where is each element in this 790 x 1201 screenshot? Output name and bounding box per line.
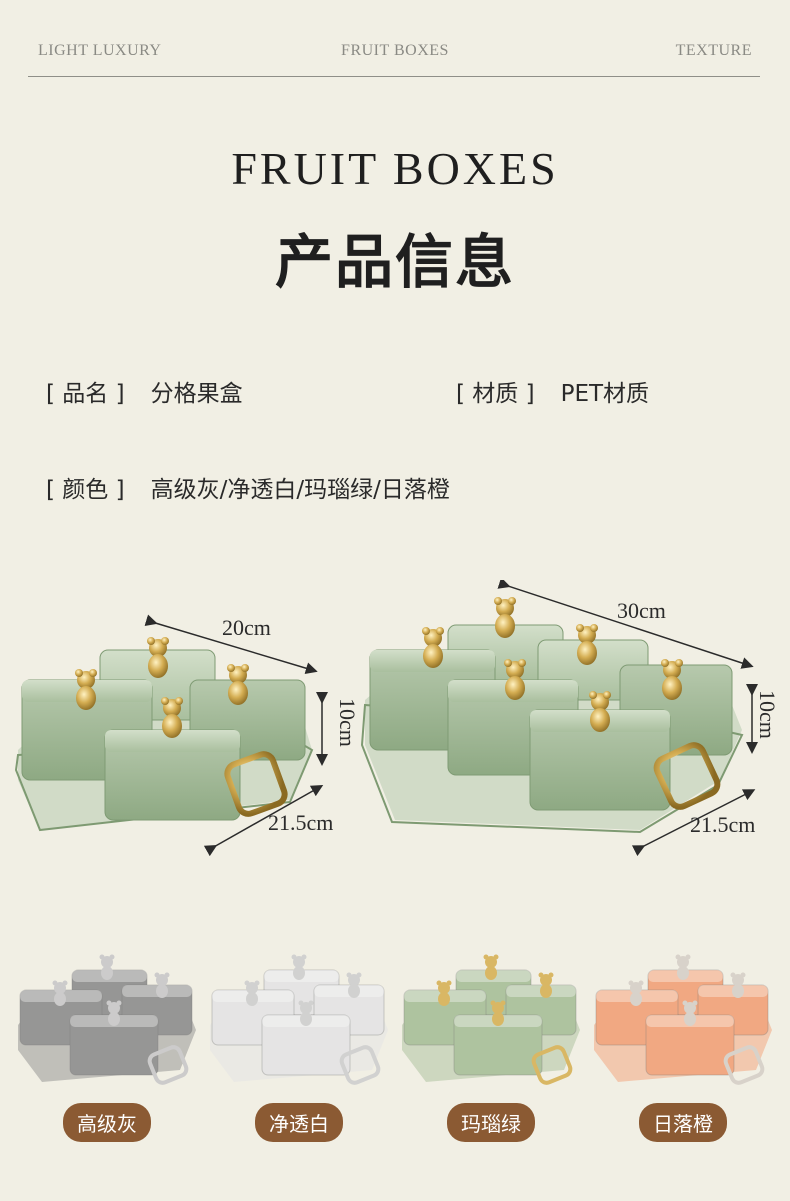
variant-orange-label: 日落橙 bbox=[639, 1103, 727, 1142]
nav-left-text: LIGHT LUXURY bbox=[38, 42, 162, 59]
info-name-value: 分格果盒 bbox=[150, 381, 243, 407]
info-material-value: PET材质 bbox=[560, 381, 650, 407]
nav-right-text: TEXTURE bbox=[675, 42, 752, 59]
page-title-en: FRUIT BOXES bbox=[231, 143, 559, 194]
variant-white: 净透白 bbox=[204, 950, 394, 1150]
info-color-label: [ 颜色 ] bbox=[46, 477, 125, 503]
variant-gray-image bbox=[18, 954, 196, 1085]
variant-white-image bbox=[210, 954, 388, 1085]
dimension-diagram-svg: 20cm 10cm 21.5cm bbox=[14, 577, 780, 857]
variant-gray-label: 高级灰 bbox=[63, 1103, 151, 1142]
variant-gray: 高级灰 bbox=[12, 950, 202, 1150]
variant-orange-image bbox=[594, 954, 772, 1085]
nav-divider bbox=[28, 76, 760, 77]
info-name: [ 品名 ] 分格果盒 bbox=[46, 374, 243, 408]
page-title-cn: 产品信息 bbox=[274, 228, 515, 296]
variant-green: 玛瑙绿 bbox=[396, 950, 586, 1150]
dimension-diagram: 20cm 10cm 21.5cm bbox=[0, 577, 790, 880]
info-name-label: [ 品名 ] bbox=[46, 381, 125, 407]
large-width-label: 30cm bbox=[617, 598, 666, 623]
variant-orange: 日落橙 bbox=[588, 950, 778, 1150]
small-depth-label: 21.5cm bbox=[268, 810, 333, 835]
small-fruit-box-image bbox=[14, 637, 314, 832]
large-fruit-box-image bbox=[360, 597, 744, 834]
variant-white-label: 净透白 bbox=[255, 1103, 343, 1142]
info-color-value: 高级灰/净透白/玛瑙绿/日落橙 bbox=[150, 477, 450, 503]
info-material-label: [ 材质 ] bbox=[456, 381, 535, 407]
large-height-label: 10cm bbox=[755, 690, 780, 739]
color-variants: 高级灰 净透白 玛瑙绿 日落橙 bbox=[0, 950, 790, 1150]
top-nav: LIGHT LUXURY FRUIT BOXES TEXTURE bbox=[0, 38, 790, 68]
info-color: [ 颜色 ] 高级灰/净透白/玛瑙绿/日落橙 bbox=[46, 470, 450, 504]
small-height-label: 10cm bbox=[335, 698, 360, 747]
large-depth-label: 21.5cm bbox=[690, 812, 755, 837]
nav-center-text: FRUIT BOXES bbox=[341, 42, 449, 59]
small-width-label: 20cm bbox=[222, 615, 271, 640]
variant-green-image bbox=[402, 954, 580, 1085]
info-material: [ 材质 ] PET材质 bbox=[456, 374, 649, 408]
variant-green-label: 玛瑙绿 bbox=[447, 1103, 535, 1142]
